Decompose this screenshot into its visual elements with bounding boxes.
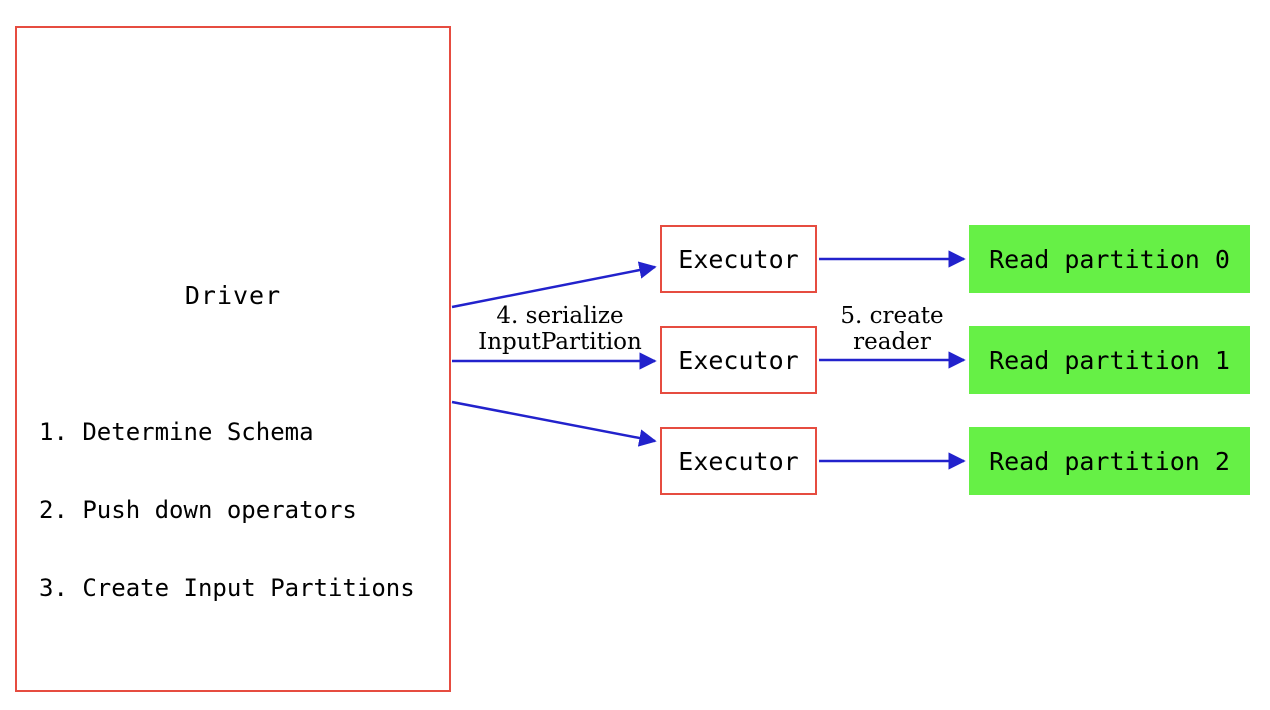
read-partition-box-0: Read partition 0 — [969, 225, 1250, 293]
edge-label-create-line2: reader — [853, 329, 931, 355]
read-partition-box-2: Read partition 2 — [969, 427, 1250, 495]
edge-label-create-line1: 5. create — [840, 303, 944, 329]
driver-step-3: 3. Create Input Partitions — [39, 574, 415, 602]
executor-label-0: Executor — [678, 244, 799, 274]
arrow-driver-to-executor-0 — [451, 261, 657, 309]
executor-box-0: Executor — [660, 225, 817, 293]
executor-label-2: Executor — [678, 446, 799, 476]
driver-title: Driver — [184, 281, 282, 310]
driver-box: Driver 1. Determine Schema 2. Push down … — [15, 26, 451, 692]
driver-step-2: 2. Push down operators — [39, 496, 357, 524]
driver-steps: 1. Determine Schema 2. Push down operato… — [39, 367, 415, 653]
arrow-driver-to-executor-2 — [451, 400, 657, 447]
executor-box-1: Executor — [660, 326, 817, 394]
executor-label-1: Executor — [678, 345, 799, 375]
driver-step-1: 1. Determine Schema — [39, 418, 314, 446]
edge-label-serialize-line1: 4. serialize — [496, 303, 624, 329]
edge-label-create-reader: 5. create reader — [812, 303, 972, 355]
read-partition-box-1: Read partition 1 — [969, 326, 1250, 394]
executor-box-2: Executor — [660, 427, 817, 495]
edge-label-serialize-inputpartition: 4. serialize InputPartition — [455, 303, 665, 355]
read-partition-label-1: Read partition 1 — [989, 345, 1230, 375]
read-partition-label-2: Read partition 2 — [989, 446, 1230, 476]
edge-label-serialize-line2: InputPartition — [478, 329, 642, 355]
read-partition-label-0: Read partition 0 — [989, 244, 1230, 274]
